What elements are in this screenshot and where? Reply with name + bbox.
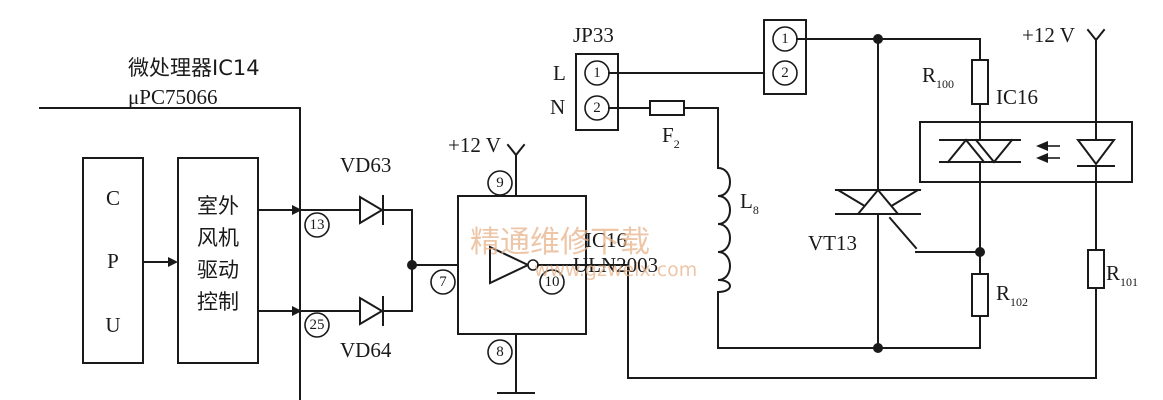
fan-drive-line-4: 控制 — [197, 290, 239, 314]
main-rail-wire — [796, 38, 981, 61]
triac-junction-dot — [873, 343, 883, 353]
inductor-label: L8 — [740, 189, 759, 217]
pin-25-circle — [304, 312, 330, 338]
pin-8-circle — [487, 339, 513, 365]
vd64-diode-symbol — [359, 296, 384, 326]
right-supply-terminal — [1086, 28, 1106, 42]
vd63-diode-symbol — [359, 195, 384, 225]
opto-light-arrow-1 — [1036, 141, 1048, 151]
inductor-name: L — [740, 189, 753, 213]
fuse-name: F — [662, 123, 674, 147]
pin-9-label: 9 — [496, 175, 504, 191]
uln2003-supply-wire — [506, 143, 526, 197]
r100-sub: 100 — [936, 77, 954, 91]
mcu-title: 微处理器IC14 — [128, 56, 260, 80]
cpu-to-driver-arrowhead — [168, 257, 178, 267]
vd64-wire — [299, 264, 413, 312]
r100-name: R — [922, 63, 936, 87]
fan-drive-line-2: 风机 — [197, 226, 239, 250]
vd64-label: VD64 — [340, 338, 392, 362]
vt13-label: VT13 — [808, 231, 857, 255]
pin-13-label: 13 — [310, 217, 325, 233]
ground-wire — [497, 333, 535, 394]
pin-7-label: 7 — [439, 274, 447, 290]
fuse-to-inductor-wire — [683, 107, 719, 169]
cpu-letter-c: C — [106, 186, 120, 210]
driver-output-loop-wire — [627, 264, 1097, 379]
uln2003-part-label: ULN2003 — [573, 253, 658, 277]
fan-drive-line-3: 驱动 — [197, 258, 239, 282]
pin-10-label: 10 — [545, 274, 560, 290]
mcu-part-number: μPC75066 — [128, 85, 217, 109]
opto-light-arrow-2 — [1036, 153, 1048, 163]
cpu-letter-u: U — [105, 313, 120, 337]
vd63-wire — [299, 209, 413, 266]
right-connector-pin-2-circle — [772, 60, 798, 86]
r102-label: R102 — [996, 281, 1028, 309]
r102-name: R — [996, 281, 1010, 305]
r102-resistor — [971, 273, 989, 317]
r101-sub: 101 — [1120, 275, 1138, 289]
r101-label: R101 — [1106, 261, 1138, 289]
r100-label: R100 — [922, 63, 954, 91]
vd63-label: VD63 — [340, 153, 391, 177]
uln2003-ic-label: IC16 — [585, 228, 627, 252]
pin-25-label: 25 — [310, 317, 325, 333]
fan-drive-line-1: 室外 — [197, 194, 239, 218]
output-arrowhead-13 — [292, 205, 302, 215]
jp33-pin-1-label: 1 — [593, 65, 601, 81]
fuse-f2 — [649, 100, 685, 116]
pin-13-circle — [304, 212, 330, 238]
mcu-boundary-line — [39, 107, 301, 400]
opto-label: IC16 — [996, 85, 1038, 109]
inductor-l8 — [716, 166, 731, 294]
r101-resistor — [1087, 249, 1105, 289]
pin-9-circle — [487, 170, 513, 196]
fuse-label: F2 — [662, 123, 680, 151]
fuse-sub: 2 — [674, 137, 680, 151]
uln2003-supply-label: +12 V — [448, 133, 501, 157]
right-connector-pin-1-label: 1 — [781, 31, 789, 47]
jp33-label: JP33 — [573, 23, 614, 47]
inverter-symbol — [489, 245, 531, 285]
line-n-label: N — [550, 95, 565, 119]
cpu-block — [82, 157, 144, 364]
r102-sub: 102 — [1010, 295, 1028, 309]
pin-10-circle — [539, 269, 565, 295]
cpu-letter-p: P — [107, 249, 119, 273]
vt13-gate-wire — [888, 216, 918, 250]
pin-7-circle — [430, 269, 456, 295]
inductor-sub: 8 — [753, 203, 759, 217]
output-arrowhead-25 — [292, 306, 302, 316]
r100-resistor — [971, 59, 989, 105]
watermark-url: www.gzweix.com — [534, 259, 697, 281]
jp33-pin-2-label: 2 — [593, 100, 601, 116]
right-connector-pin-2-label: 2 — [781, 65, 789, 81]
right-supply-label: +12 V — [1022, 23, 1075, 47]
opto-triac-symbol — [946, 138, 1014, 164]
pin-8-label: 8 — [496, 344, 504, 360]
inductor-return-wire — [717, 291, 981, 349]
r101-name: R — [1106, 261, 1120, 285]
line-l-label: L — [553, 61, 566, 85]
watermark-title: 精通维修下载 — [470, 225, 650, 260]
fan-drive-control-block — [177, 157, 259, 364]
